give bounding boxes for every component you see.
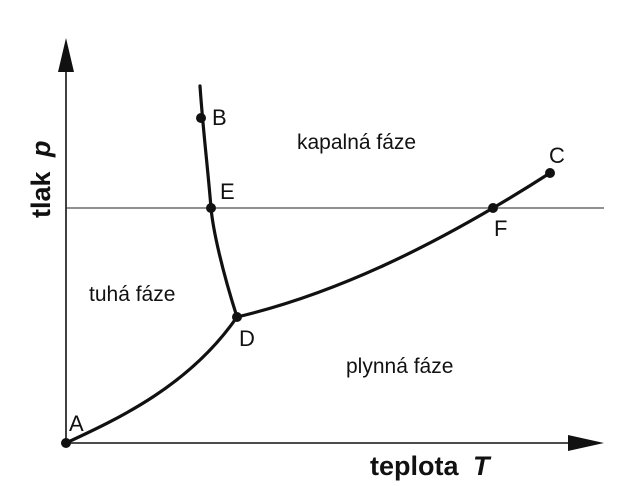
- point-a-marker: [61, 438, 71, 448]
- point-e-marker: [206, 203, 216, 213]
- solid-phase-label: tuhá fáze: [89, 283, 175, 306]
- point-c-label: C: [549, 143, 565, 168]
- liquid-phase-label: kapalná fáze: [297, 131, 416, 154]
- sublimation-curve: [64, 315, 239, 445]
- vaporization-curve: [235, 171, 552, 319]
- gas-phase-label: plynná fáze: [346, 355, 453, 378]
- x-axis-title-word: teplota: [370, 451, 459, 481]
- point-b-label: B: [212, 105, 227, 130]
- y-axis-title-symbol: p: [26, 141, 56, 159]
- point-d-marker: [232, 312, 242, 322]
- x-axis-arrowhead: [568, 435, 604, 451]
- y-axis-title-word: tlak: [26, 170, 56, 218]
- point-c-marker: [545, 168, 555, 178]
- point-b-marker: [196, 113, 206, 123]
- point-f-marker: [488, 203, 498, 213]
- point-a-label: A: [69, 411, 84, 436]
- y-axis-title: tlak p: [26, 141, 56, 218]
- y-axis-arrowhead: [58, 38, 74, 72]
- point-e-label: E: [220, 179, 235, 204]
- point-d-label: D: [239, 326, 255, 351]
- x-axis-title: teplota T: [370, 451, 492, 481]
- x-axis-title-symbol: T: [473, 451, 492, 481]
- point-f-label: F: [494, 216, 507, 241]
